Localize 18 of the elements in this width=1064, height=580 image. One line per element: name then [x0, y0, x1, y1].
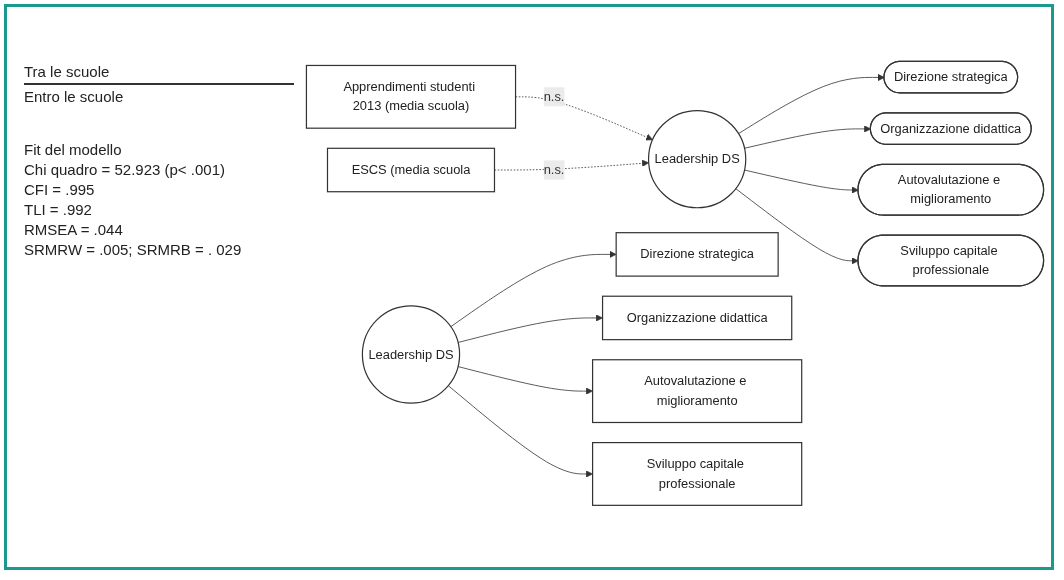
node-box: Autovalutazione e miglioramento [592, 358, 803, 423]
node-box: Sviluppo capitale professionale [592, 441, 803, 506]
section-label: Tra le scuole [24, 63, 111, 80]
fit-statistic: Chi quadro = 52.923 (p< .001) [24, 161, 226, 178]
fit-statistic: CFI = .995 [24, 181, 96, 198]
node-box: ESCS (media scuola [326, 147, 496, 192]
fit-statistic: RMSEA = .044 [24, 221, 124, 238]
node-box: Organizzazione didattica [601, 295, 793, 340]
edge-label: n.s. [543, 162, 565, 177]
node-circle: Leadership DS [361, 304, 461, 404]
node-box: Direzione strategica [615, 231, 779, 277]
section-label: Entro le scuole [24, 88, 125, 105]
node-box: Apprendimenti studenti 2013 (media scuola) [305, 64, 517, 129]
fit-statistic: SRMRW = .005; SRMRB = . 029 [24, 241, 243, 258]
fit-statistic: Fit del modello [24, 141, 123, 158]
node-circle: Leadership DS [647, 109, 747, 208]
fit-statistic: TLI = .992 [24, 201, 93, 218]
edge-label: n.s. [543, 89, 565, 103]
